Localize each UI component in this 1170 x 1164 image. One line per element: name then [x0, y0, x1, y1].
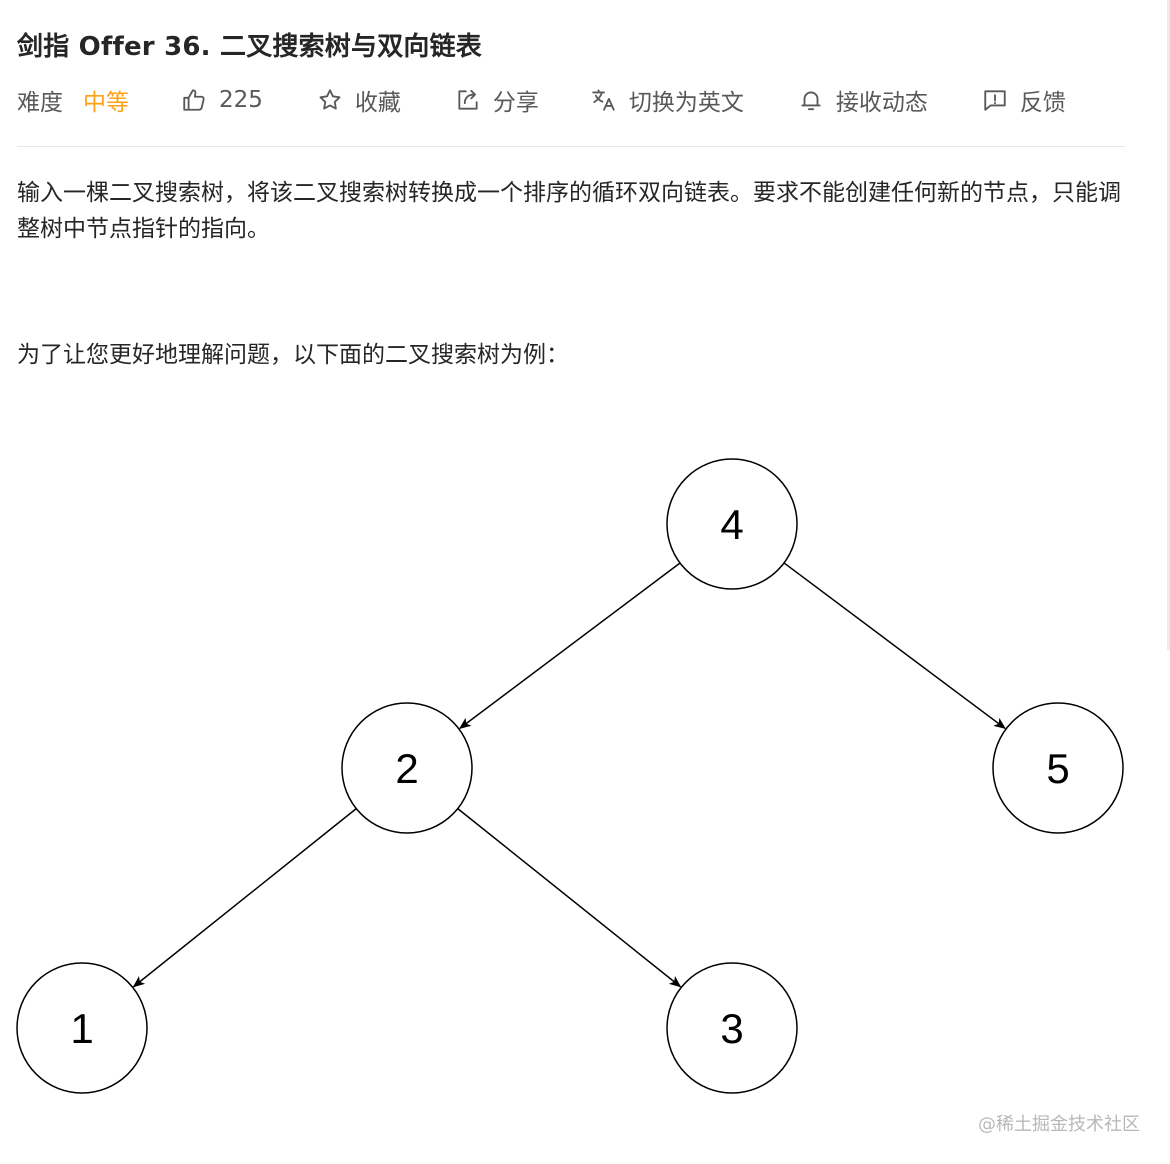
tree-node-label: 5 [1046, 745, 1069, 792]
tree-edge-4-5 [783, 562, 1006, 730]
problem-toolbar: 难度 中等 225 收藏 [17, 82, 1066, 118]
difficulty-label: 难度 [17, 90, 63, 116]
share-button[interactable]: 分享 [455, 82, 539, 118]
tree-node-label: 3 [720, 1005, 743, 1052]
tree-node-5: 5 [992, 702, 1124, 834]
thumbs-up-icon [181, 87, 207, 113]
watermark: @稀土掘金技术社区 [978, 1114, 1140, 1135]
problem-title: 剑指 Offer 36. 二叉搜索树与双向链表 [17, 32, 482, 62]
tree-node-1: 1 [16, 962, 148, 1094]
favorite-label: 收藏 [354, 90, 401, 116]
translate-label: 切换为英文 [628, 90, 744, 116]
translate-button[interactable]: 切换为英文 [591, 82, 744, 118]
tree-node-label: 2 [395, 745, 418, 792]
feedback-icon [982, 87, 1008, 113]
subscribe-label: 接收动态 [835, 90, 928, 116]
translate-icon [591, 87, 617, 113]
example-intro: 为了让您更好地理解问题，以下面的二叉搜索树为例： [17, 342, 569, 368]
tree-edge-2-1 [132, 808, 357, 988]
bell-icon [798, 87, 824, 113]
share-label: 分享 [492, 90, 539, 116]
difficulty-value: 中等 [83, 90, 129, 116]
problem-description: 输入一棵二叉搜索树，将该二叉搜索树转换成一个排序的循环双向链表。要求不能创建任何… [17, 180, 1121, 242]
star-icon [317, 87, 343, 113]
like-button[interactable]: 225 [181, 82, 263, 118]
tree-node-4: 4 [666, 458, 798, 590]
feedback-label: 反馈 [1019, 90, 1066, 116]
tree-node-label: 1 [70, 1005, 93, 1052]
tree-node-circle [992, 702, 1124, 834]
tree-node-label: 4 [720, 501, 743, 548]
tree-node-3: 3 [666, 962, 798, 1094]
subscribe-button[interactable]: 接收动态 [798, 82, 928, 118]
share-icon [455, 87, 481, 113]
header-divider [17, 146, 1125, 147]
binary-search-tree-diagram: 4 2 5 1 3 [16, 458, 1124, 1094]
favorite-button[interactable]: 收藏 [317, 82, 401, 118]
tree-node-circle [666, 458, 798, 590]
tree-node-circle [666, 962, 798, 1094]
feedback-button[interactable]: 反馈 [982, 82, 1066, 118]
scrollbar-track[interactable] [1167, 0, 1170, 650]
tree-edge-4-2 [458, 562, 681, 729]
tree-node-circle [341, 702, 473, 834]
difficulty: 难度 中等 [17, 82, 129, 118]
tree-node-circle [16, 962, 148, 1094]
like-count: 225 [219, 87, 263, 113]
tree-node-2: 2 [341, 702, 473, 834]
tree-edge-2-3 [457, 808, 682, 988]
